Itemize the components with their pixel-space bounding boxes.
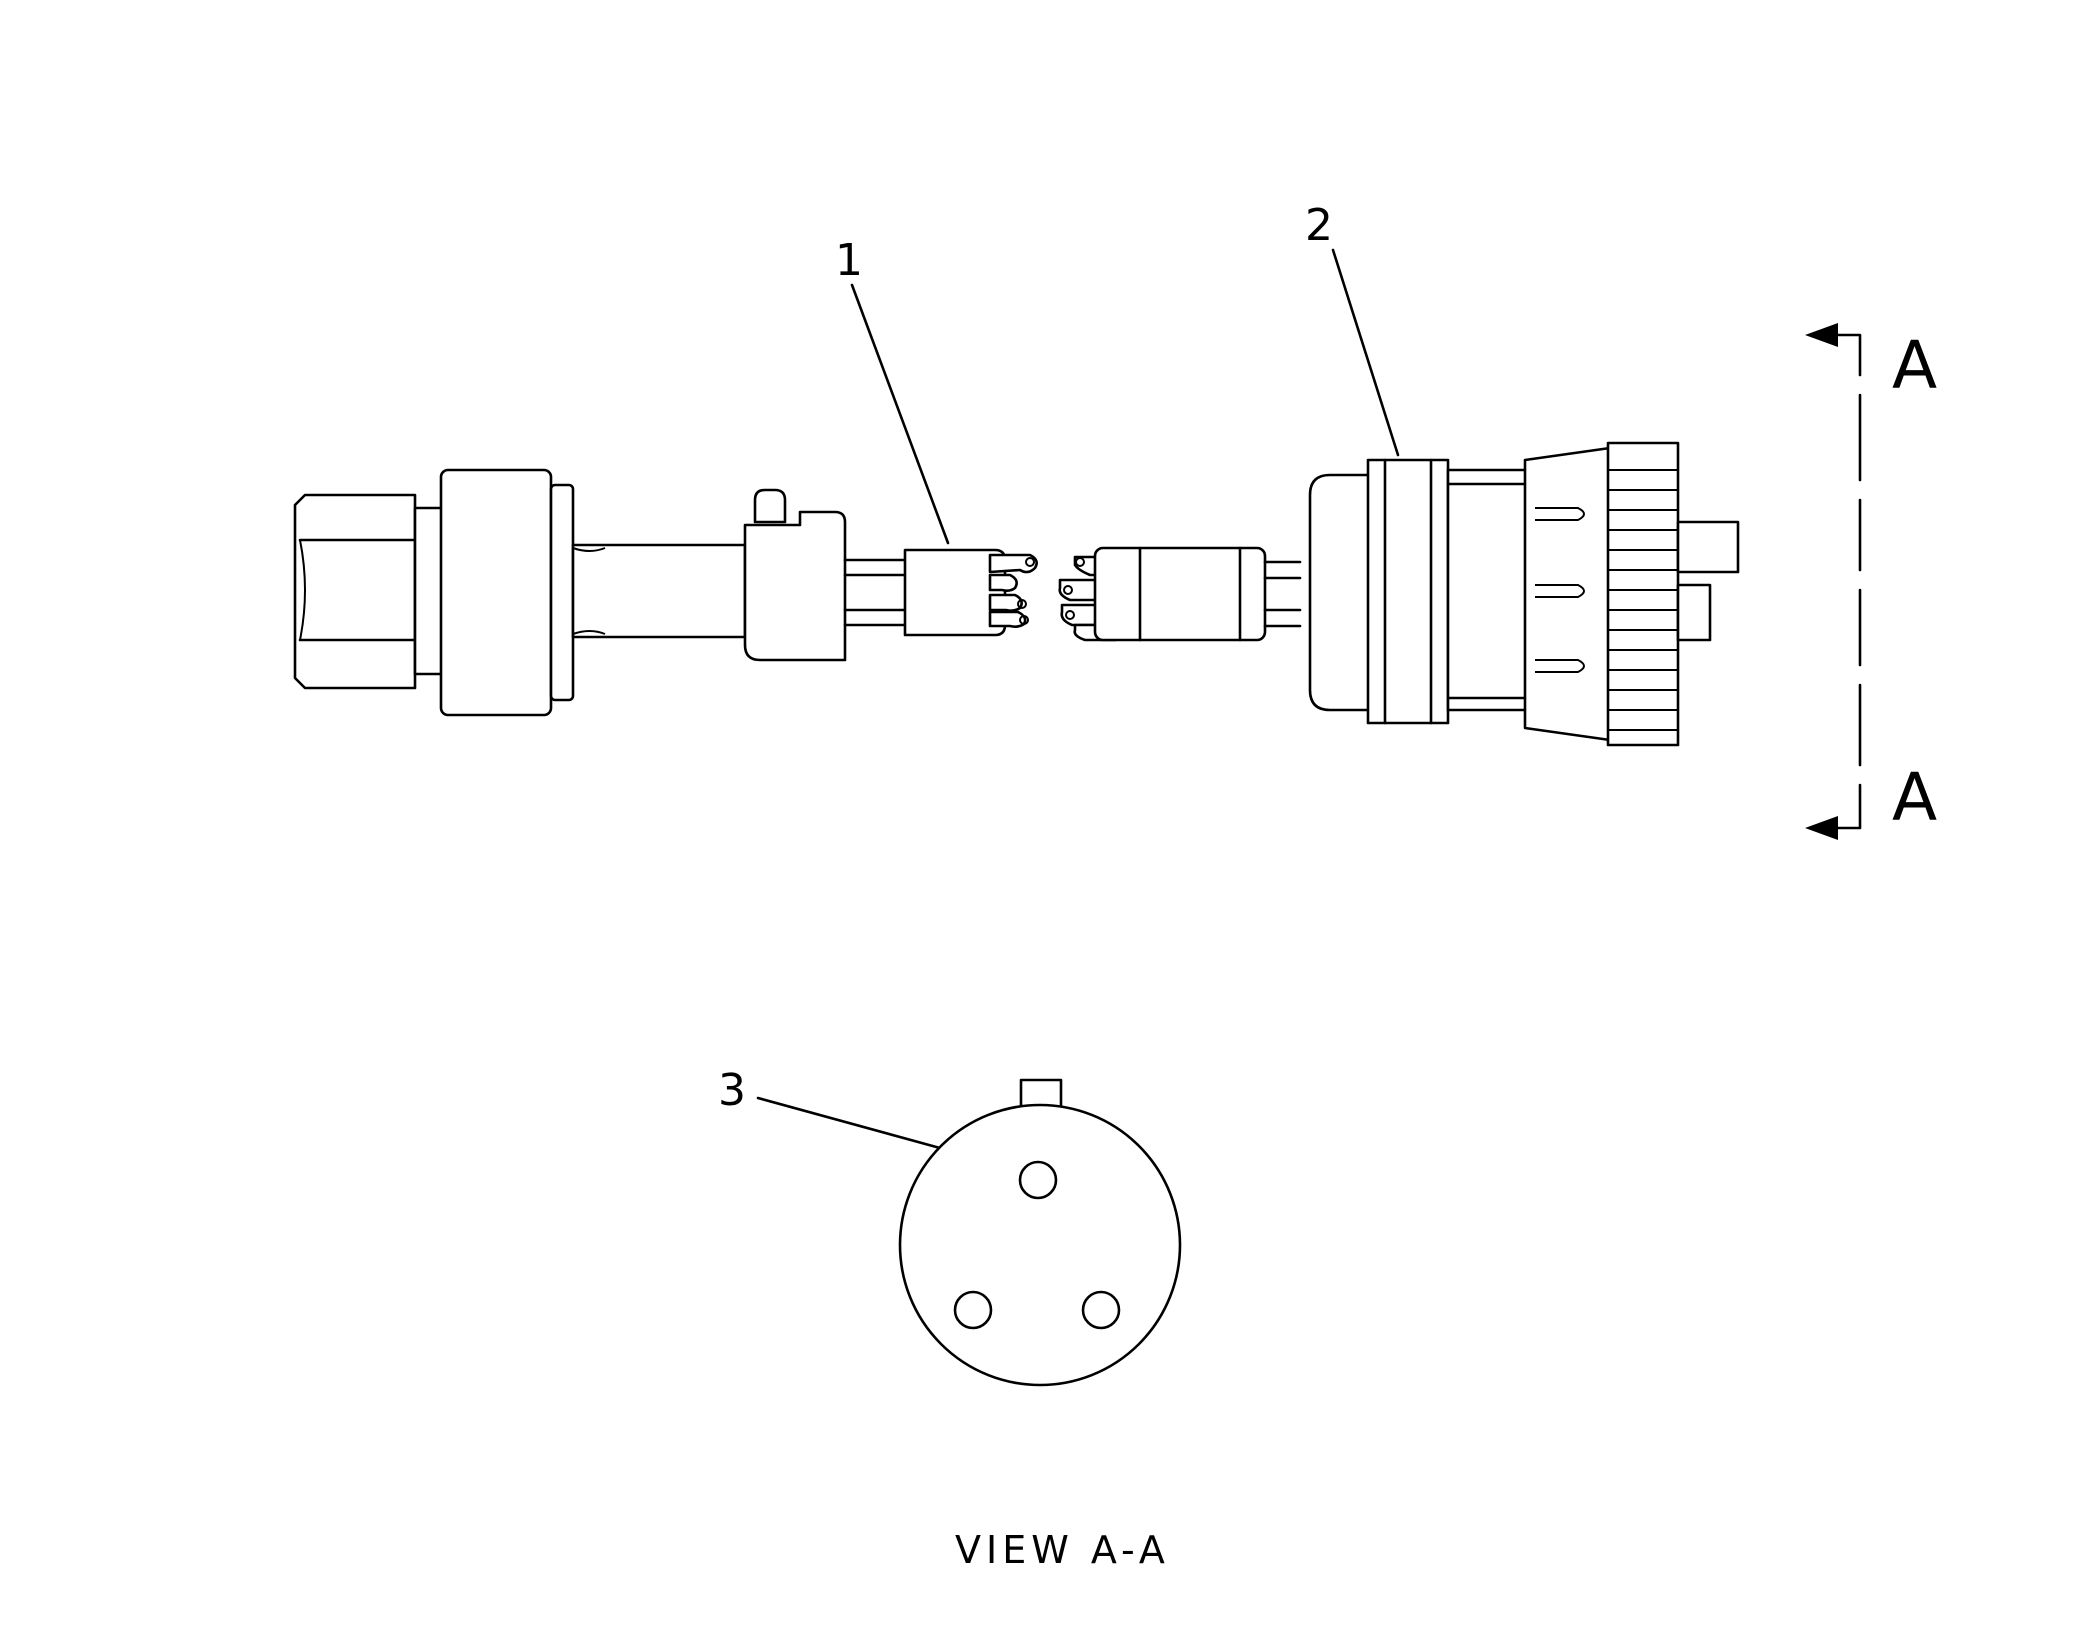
- cable-sleeve-right: [1058, 546, 1267, 642]
- end-view-shell: [898, 1103, 1182, 1387]
- pin-socket-top: [1018, 1160, 1058, 1200]
- pin-socket-left: [953, 1290, 993, 1330]
- section-label-top: A: [1892, 327, 1937, 404]
- hex-nut: [293, 493, 417, 690]
- section-arrow-bottom: [1805, 816, 1838, 840]
- callout-label-2: 2: [1305, 200, 1333, 251]
- receptacle-back-shell: [1308, 473, 1372, 712]
- key-tab-upper: [1676, 520, 1740, 574]
- view-caption: VIEW A-A: [955, 1528, 1170, 1572]
- pin-socket-right: [1081, 1290, 1121, 1330]
- receptacle-grip-body: [1523, 446, 1612, 742]
- end-view-face: [898, 1078, 1182, 1387]
- right-connector-receptacle: [1058, 441, 1740, 747]
- section-label-bottom: A: [1892, 759, 1937, 836]
- plug-latch: [743, 488, 847, 662]
- receptacle-mid-body: [1446, 468, 1530, 712]
- callout-label-1: 1: [835, 235, 863, 286]
- cable-sleeve-left: [903, 548, 1038, 637]
- left-connector-plug: [293, 468, 1038, 717]
- leader-line-2: [1331, 248, 1400, 457]
- plug-shaft: [571, 543, 747, 639]
- leader-line-1: [850, 283, 950, 545]
- coupling-ring: [1366, 458, 1450, 725]
- nut-collar: [413, 506, 445, 676]
- section-cut-line: [1805, 323, 1862, 840]
- section-arrow-top: [1805, 323, 1838, 347]
- receptacle-wires: [1263, 560, 1302, 628]
- key-tab-lower: [1676, 583, 1712, 642]
- knurled-ring: [1606, 441, 1680, 747]
- plug-wires: [843, 558, 907, 627]
- plug-body: [439, 468, 553, 717]
- plug-ring: [549, 483, 575, 702]
- callout-label-3: 3: [718, 1065, 746, 1116]
